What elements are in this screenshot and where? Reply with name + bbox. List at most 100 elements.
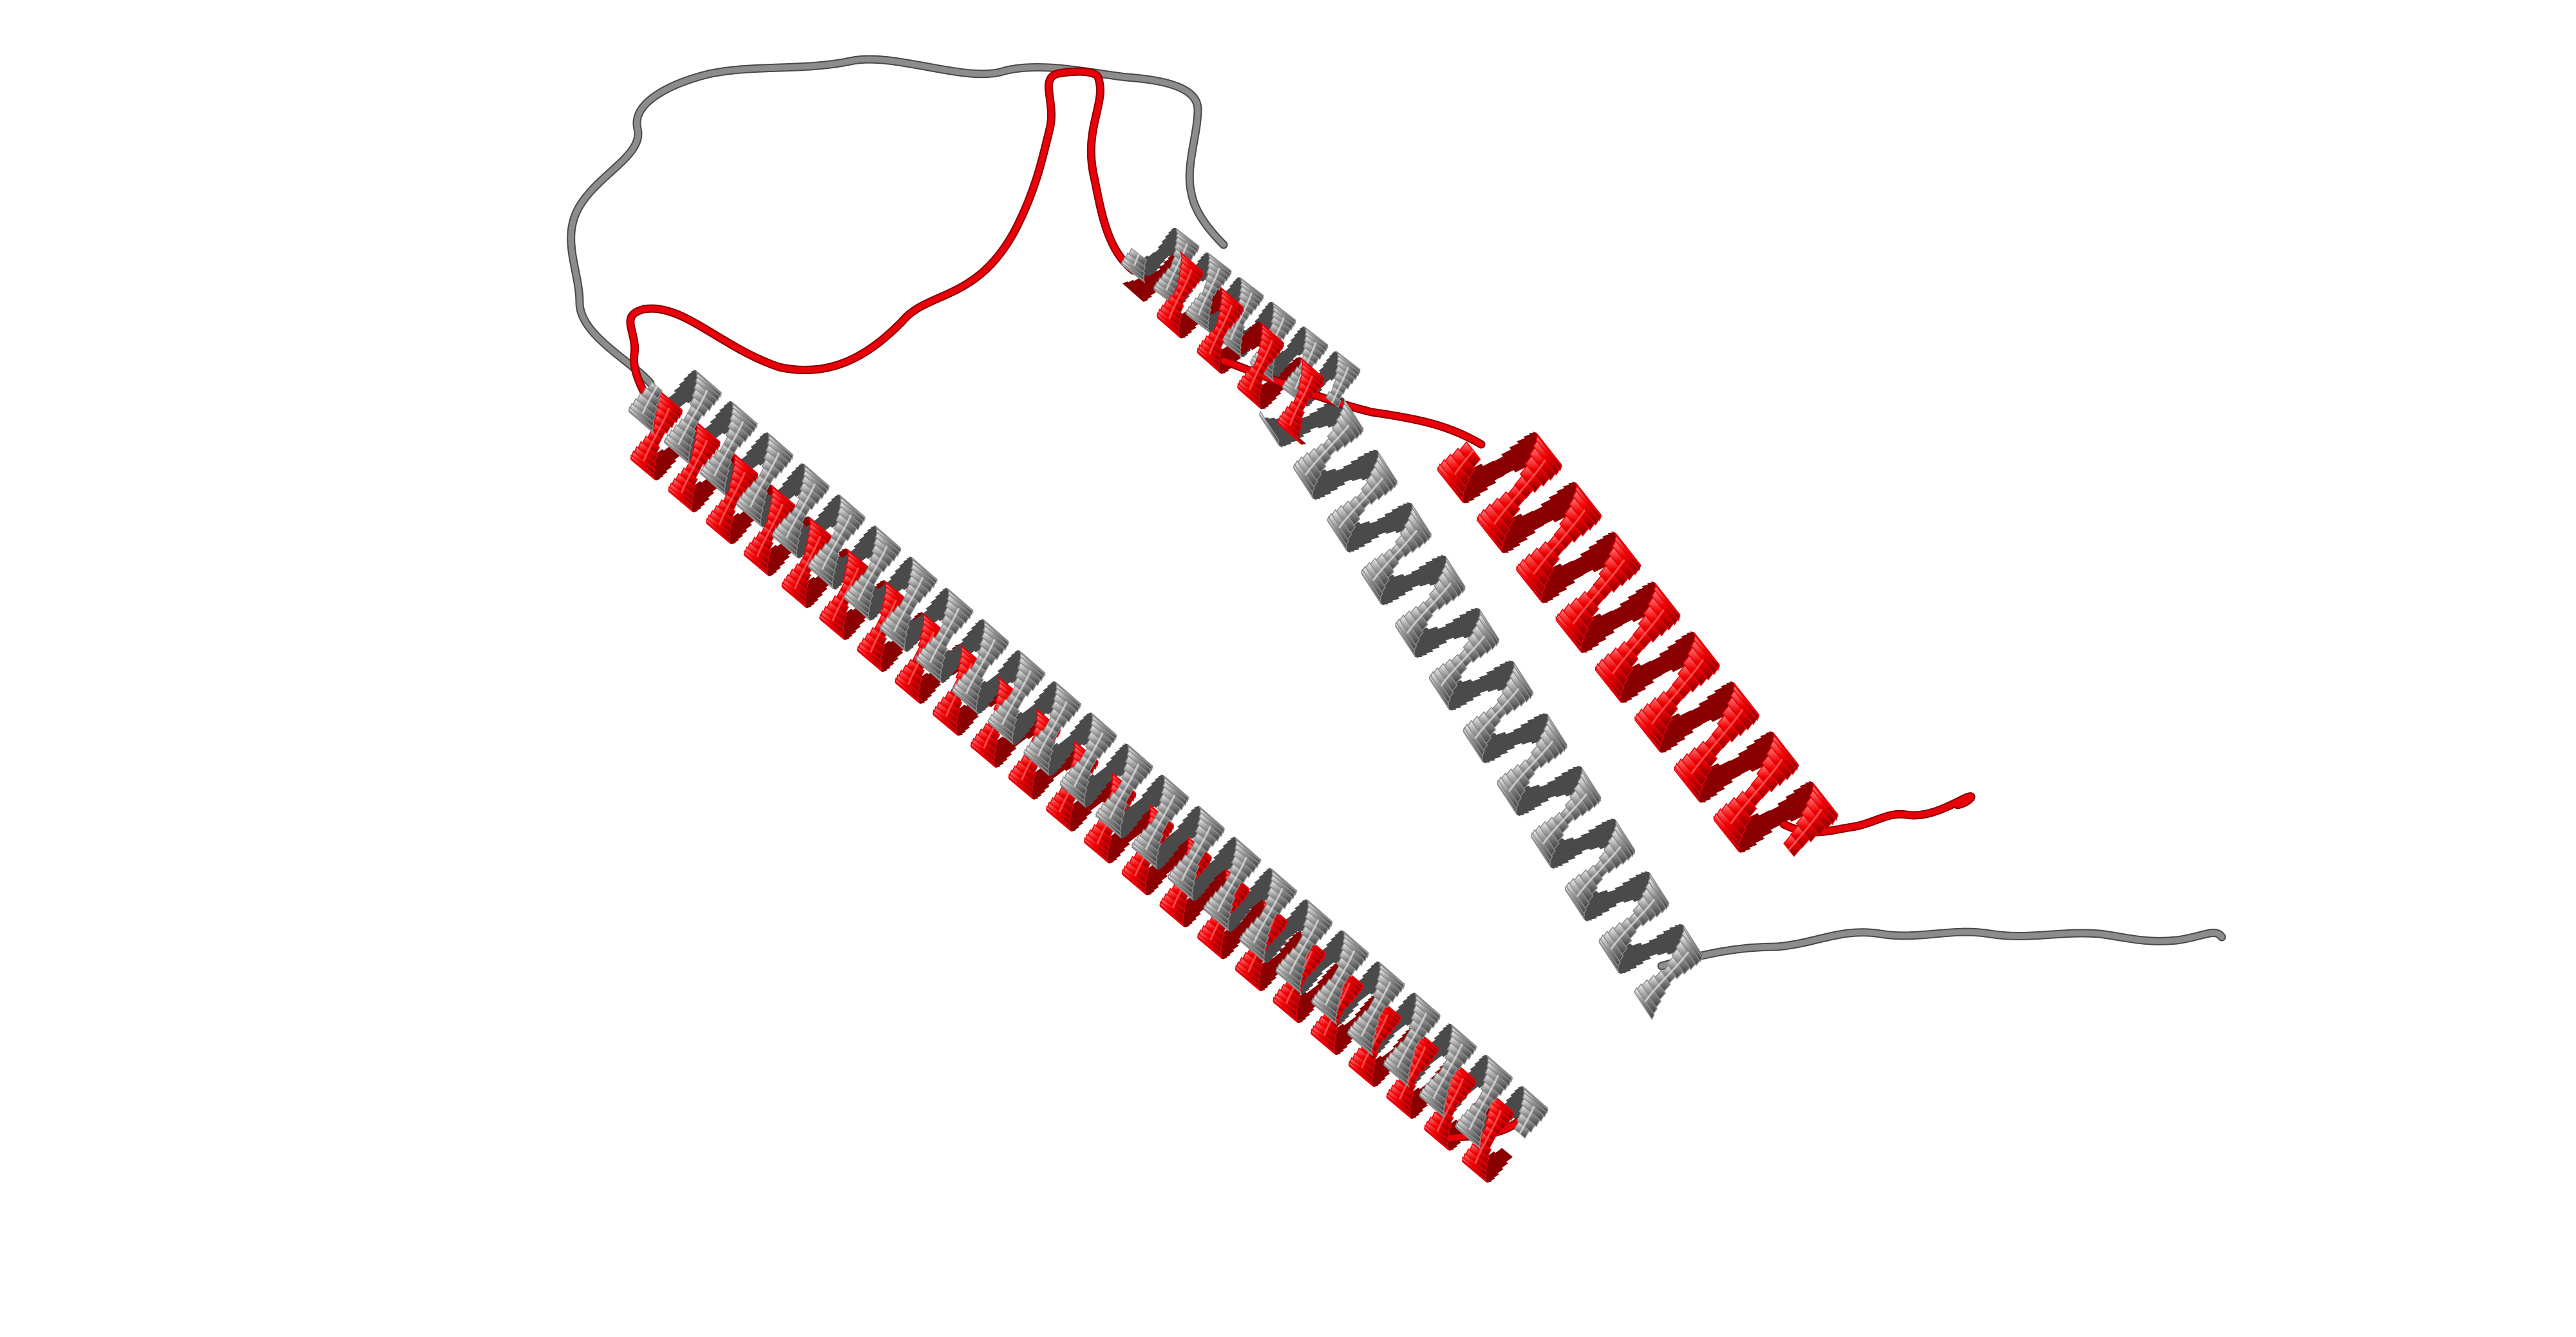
red-right-helix-seg — [1730, 689, 1757, 726]
grey-long-helix-seg — [1198, 811, 1224, 837]
red-right-helix-seg — [1634, 716, 1661, 753]
red-right-helix-seg — [1668, 713, 1694, 738]
red-right-helix-seg — [1516, 566, 1542, 603]
red-upper-helix-seg — [1220, 346, 1242, 363]
grey-long-helix-seg — [1343, 933, 1368, 958]
red-right-helix-seg — [1600, 611, 1624, 631]
red-upper-helix-seg — [1221, 288, 1244, 312]
red-long-helix-seg — [696, 422, 721, 448]
red-top-loop-shadow — [626, 67, 1138, 430]
grey-long-helix-seg — [1019, 656, 1044, 682]
grey-right-helix-seg — [1645, 881, 1667, 914]
red-right-helix — [1437, 433, 1839, 857]
red-upper-helix-seg — [1261, 327, 1283, 351]
red-right-helix-seg — [1772, 734, 1799, 771]
red-right-helix-seg — [1707, 763, 1733, 788]
red-upper-helix-highlight — [1168, 269, 1313, 426]
grey-right-helix-seg — [1580, 771, 1601, 805]
grey-long-helix-seg — [911, 563, 936, 589]
red-long-helix-seg — [920, 672, 942, 690]
grey-long-helix-seg — [1454, 1124, 1481, 1150]
grey-right-helix-seg — [1520, 785, 1542, 808]
red-long-helix-seg — [819, 617, 844, 640]
grey-right-helix-seg — [1597, 890, 1617, 909]
grey-right-helix-seg — [1577, 776, 1598, 808]
red-long-helix-seg — [932, 712, 958, 735]
red-right-helix-highlight — [1454, 450, 1823, 851]
grey-long-helix-seg — [1128, 746, 1153, 772]
grey-right-helix-seg — [1342, 402, 1363, 436]
grey-right-helix-seg — [1325, 468, 1345, 488]
red-right-helix-seg — [1612, 540, 1639, 576]
red-right-helix-seg — [1476, 516, 1503, 553]
grey-upper-helix-seg — [1305, 327, 1329, 349]
red-right-helix-seg — [1747, 813, 1773, 838]
grey-long-helix-seg — [987, 719, 1014, 745]
grey-right-helix-seg — [1509, 670, 1531, 703]
grey-right-helix-seg — [1340, 407, 1361, 440]
red-upper-helix-seg — [1127, 280, 1152, 300]
grey-right-helix-seg — [1513, 661, 1533, 697]
red-right-helix-seg — [1470, 464, 1497, 488]
red-right-helix-seg — [1535, 435, 1562, 471]
grey-right-helix-seg — [1461, 679, 1481, 699]
red-right-helix-seg — [1549, 564, 1575, 588]
grey-right-helix-seg — [1293, 466, 1314, 499]
red-right-helix-seg — [1651, 589, 1679, 626]
grey-right-helix-seg — [1410, 507, 1431, 542]
grey-long-helix-seg — [699, 471, 726, 496]
grey-long-helix-seg — [1522, 1092, 1548, 1117]
red-upper-helix-seg — [1122, 281, 1149, 302]
grey-long-helix-seg — [1414, 998, 1439, 1024]
grey-long-helix-seg — [1013, 712, 1036, 730]
grey-long-helix-seg — [663, 439, 690, 465]
grey-long-helix-seg — [1383, 1063, 1410, 1088]
grey-upper-helix-seg — [1337, 352, 1361, 374]
grey-long-helix-seg — [840, 497, 866, 522]
red-right-helix-seg — [1679, 710, 1702, 731]
red-right-helix-seg — [1719, 760, 1742, 781]
grey-right-helix-front-strands — [1259, 398, 1703, 1020]
red-upper-helix-seg — [1220, 292, 1244, 316]
grey-right-helix-seg — [1441, 565, 1463, 598]
red-long-helix-seg — [1424, 1128, 1450, 1151]
grey-right-helix-seg — [1679, 934, 1700, 967]
red-upper-helix-seg — [1261, 323, 1284, 348]
grey-right-helix-seg — [1373, 460, 1395, 492]
grey-right-helix-seg — [1407, 513, 1429, 545]
grey-long-helix-seg — [735, 503, 762, 528]
grey-long-helix-seg — [915, 658, 942, 683]
grey-long-helix-seg — [1202, 906, 1229, 932]
grey-upper-helix-seg — [1148, 252, 1166, 266]
grey-long-helix-seg — [844, 596, 871, 621]
grey-long-helix-seg — [771, 533, 798, 558]
red-right-helix-seg — [1561, 560, 1584, 581]
red-upper-helix-front-strands — [1156, 251, 1325, 444]
red-upper-helix-seg — [1180, 252, 1204, 277]
grey-long-helix-seg — [628, 410, 655, 435]
grey-long-helix-seg — [732, 403, 757, 429]
grey-right-helix-seg — [1511, 665, 1533, 699]
grey-right-helix-seg — [1478, 612, 1499, 647]
grey-right-helix-seg — [1376, 455, 1397, 489]
grey-long-helix-seg — [1275, 970, 1302, 995]
red-right-helix-seg — [1654, 585, 1681, 621]
red-long-helix-seg — [1348, 1064, 1374, 1086]
red-right-helix-seg — [1533, 440, 1560, 476]
grey-upper-helix-seg — [1240, 281, 1264, 303]
red-long-helix-seg — [1008, 777, 1034, 799]
grey-right-helix-highlight — [1305, 424, 1689, 1003]
red-upper-helix-seg — [1302, 359, 1325, 383]
red-long-helix-seg — [958, 704, 979, 722]
grey-long-helix-seg — [768, 434, 793, 460]
red-right-helix-seg — [1555, 616, 1582, 653]
grey-right-helix-seg — [1361, 572, 1382, 604]
grey-long-helix-seg — [1055, 687, 1080, 713]
grey-right-helix-seg — [1683, 925, 1703, 960]
red-long-helix-seg — [1071, 800, 1092, 818]
red-long-helix-seg — [1235, 968, 1260, 991]
red-upper-helix-seg — [1180, 256, 1203, 280]
red-right-helix-seg — [1812, 784, 1839, 821]
grey-long-helix-seg — [983, 625, 1008, 650]
